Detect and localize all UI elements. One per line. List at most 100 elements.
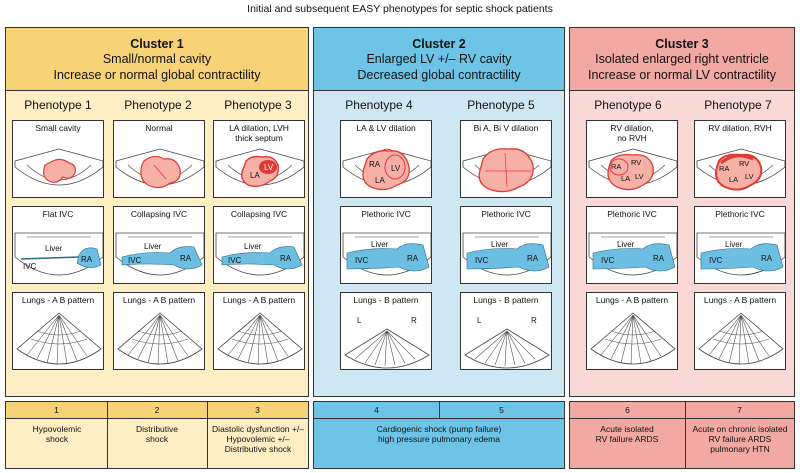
phenotype-1-title: Phenotype 1 <box>24 98 92 112</box>
cluster-3-header: Cluster 3 Isolated enlarged right ventri… <box>570 28 794 91</box>
heart-echo-1 <box>14 148 103 186</box>
dx-strip-cluster-3: 6 7 Acute isolated RV failure ARDS Acute… <box>569 401 795 469</box>
ivc-panel-3: Collapsing IVC Liver IVC RA <box>213 206 305 284</box>
ivc-echo-7: Liver IVC RA <box>696 232 785 276</box>
dx-text-3: Diastolic dysfunction +/– Hypovolemic +/… <box>212 424 304 454</box>
ivc-panel-6: Plethoric IVC Liver IVC RA <box>586 206 678 284</box>
heart-6-ra: RA <box>611 162 621 171</box>
heart-panel-3: LA dilation, LVH thick septum LA LV <box>213 120 305 198</box>
heart-label-2: Normal <box>145 123 173 133</box>
heart-label-5: Bi A, Bi V dilation <box>473 123 539 133</box>
cluster-3-line2: Increase or normal LV contractility <box>587 67 777 82</box>
ivc-3-ra: RA <box>280 254 292 263</box>
ivc-3-ivc: IVC <box>228 256 242 265</box>
cluster-3-line1: Isolated enlarged right ventricle <box>595 52 769 66</box>
dx-number-4: 4 <box>374 405 379 415</box>
lung-label-2: Lungs - A B pattern <box>122 295 196 305</box>
dx-number-3: 3 <box>255 405 260 415</box>
heart-panel-7: RV dilation, RVH RA RV LA LV <box>694 120 786 198</box>
ivc-panel-1: Flat IVC Liver IVC RA <box>12 206 104 284</box>
ivc-echo-4: Liver IVC RA <box>342 232 431 276</box>
dx-text-7: Acute on chronic isolated RV failure ARD… <box>692 424 788 454</box>
cluster-1-name: Cluster 1 <box>130 37 184 51</box>
heart-panel-4: LA & LV dilation RA LV LA <box>340 120 432 198</box>
ivc-panel-7: Plethoric IVC Liver IVC RA <box>694 206 786 284</box>
heart-echo-2 <box>115 148 204 189</box>
ivc-echo-6: Liver IVC RA <box>588 232 677 276</box>
cluster-1-header: Cluster 1 Small/normal cavity Increase o… <box>6 28 308 91</box>
ivc-echo-5: Liver IVC RA <box>462 232 551 276</box>
ivc-2-ivc: IVC <box>128 256 142 265</box>
lung-label-3: Lungs - A B pattern <box>222 295 296 305</box>
ivc-7-ra: RA <box>761 254 773 263</box>
ivc-6-ra: RA <box>653 254 665 263</box>
heart-panel-6: RV dilation, no RVH RA RV LA LV <box>586 120 678 198</box>
heart-7-rv: RV <box>739 159 749 168</box>
ivc-5-liver: Liver <box>491 240 509 249</box>
heart-echo-4: RA LV LA <box>342 148 431 191</box>
lung-panel-4: Lungs - B pattern L R <box>340 292 432 370</box>
cluster-2-line1: Enlarged LV +/– RV cavity <box>366 52 512 66</box>
heart-6-lv: LV <box>635 172 644 181</box>
dx-divider <box>207 402 208 468</box>
lung-4-r: R <box>411 316 417 325</box>
heart-7-la: LA <box>729 175 738 184</box>
lung-echo-5: L R <box>464 316 550 369</box>
dx-strip-cluster-2: 4 5 Cardiogenic shock (pump failure) hig… <box>313 401 565 469</box>
lung-5-r: R <box>531 316 537 325</box>
ivc-1-ra: RA <box>81 255 93 264</box>
heart-panel-1: Small cavity <box>12 120 104 198</box>
dx-strip-cluster-1: 1 2 3 Hypovolemic shock Distributive sho… <box>5 401 309 469</box>
lung-panel-2: Lungs - A B pattern <box>113 292 205 370</box>
ivc-2-liver: Liver <box>144 242 162 251</box>
ivc-label-2: Collapsing IVC <box>130 209 188 219</box>
heart-label-4: LA & LV dilation <box>356 123 416 133</box>
ivc-label-4: Plethoric IVC <box>361 209 411 219</box>
phenotype-2-title: Phenotype 2 <box>124 98 192 112</box>
heart-panel-2: Normal <box>113 120 205 198</box>
ivc-7-ivc: IVC <box>709 256 723 265</box>
dx-text-6: Acute isolated RV failure ARDS <box>595 424 659 444</box>
phenotype-4-title: Phenotype 4 <box>345 98 413 112</box>
heart-7-ra: RA <box>719 164 729 173</box>
cluster-2-name: Cluster 2 <box>412 37 466 51</box>
cluster-1-line2: Increase or normal global contractility <box>53 67 261 82</box>
lung-panel-5: Lungs - B pattern L R <box>460 292 552 370</box>
ivc-panel-5: Plethoric IVC Liver IVC RA <box>460 206 552 284</box>
heart-panel-5: Bi A, Bi V dilation <box>460 120 552 198</box>
lung-5-l: L <box>477 316 482 325</box>
heart-echo-6: RA RV LA LV <box>588 148 677 191</box>
ivc-label-3: Collapsing IVC <box>230 209 288 219</box>
dx-number-5: 5 <box>499 405 504 415</box>
lung-4-l: L <box>357 316 362 325</box>
ivc-echo-1: Liver IVC RA <box>14 232 103 276</box>
ivc-6-liver: Liver <box>617 240 635 249</box>
phenotype-5-title: Phenotype 5 <box>467 98 535 112</box>
lung-echo-1 <box>16 312 102 366</box>
heart-echo-5 <box>462 148 551 193</box>
figure-title: Initial and subsequent EASY phenotypes f… <box>247 3 553 15</box>
ivc-label-1: Flat IVC <box>42 209 74 219</box>
dx-number-row-1: 1 2 3 <box>6 402 308 419</box>
lung-label-6: Lungs - A B pattern <box>595 295 669 305</box>
dx-divider <box>685 402 686 468</box>
lung-echo-7 <box>698 312 784 366</box>
lung-label-4: Lungs - B pattern <box>353 295 419 305</box>
ivc-1-ivc: IVC <box>23 262 37 271</box>
ivc-7-liver: Liver <box>725 240 743 249</box>
heart-label-3a: LA dilation, LVH <box>229 123 289 133</box>
dx-text-2: Distributive shock <box>135 424 179 444</box>
dx-number-6: 6 <box>625 405 630 415</box>
lung-panel-1: Lungs - A B pattern <box>12 292 104 370</box>
heart-label-7: RV dilation, RVH <box>708 123 772 133</box>
lung-echo-3 <box>217 312 303 366</box>
ivc-1-liver: Liver <box>45 244 63 253</box>
heart-echo-7: RA RV LA LV <box>696 148 785 191</box>
cluster-1-line1: Small/normal cavity <box>102 52 212 66</box>
lung-panel-7: Lungs - A B pattern <box>694 292 786 370</box>
phenotype-6-title: Phenotype 6 <box>594 98 662 112</box>
dx-number-1: 1 <box>54 405 59 415</box>
heart-4-ra: RA <box>369 160 381 169</box>
ivc-echo-3: Liver IVC RA <box>215 232 304 276</box>
dx-number-row-3: 6 7 <box>570 402 794 419</box>
